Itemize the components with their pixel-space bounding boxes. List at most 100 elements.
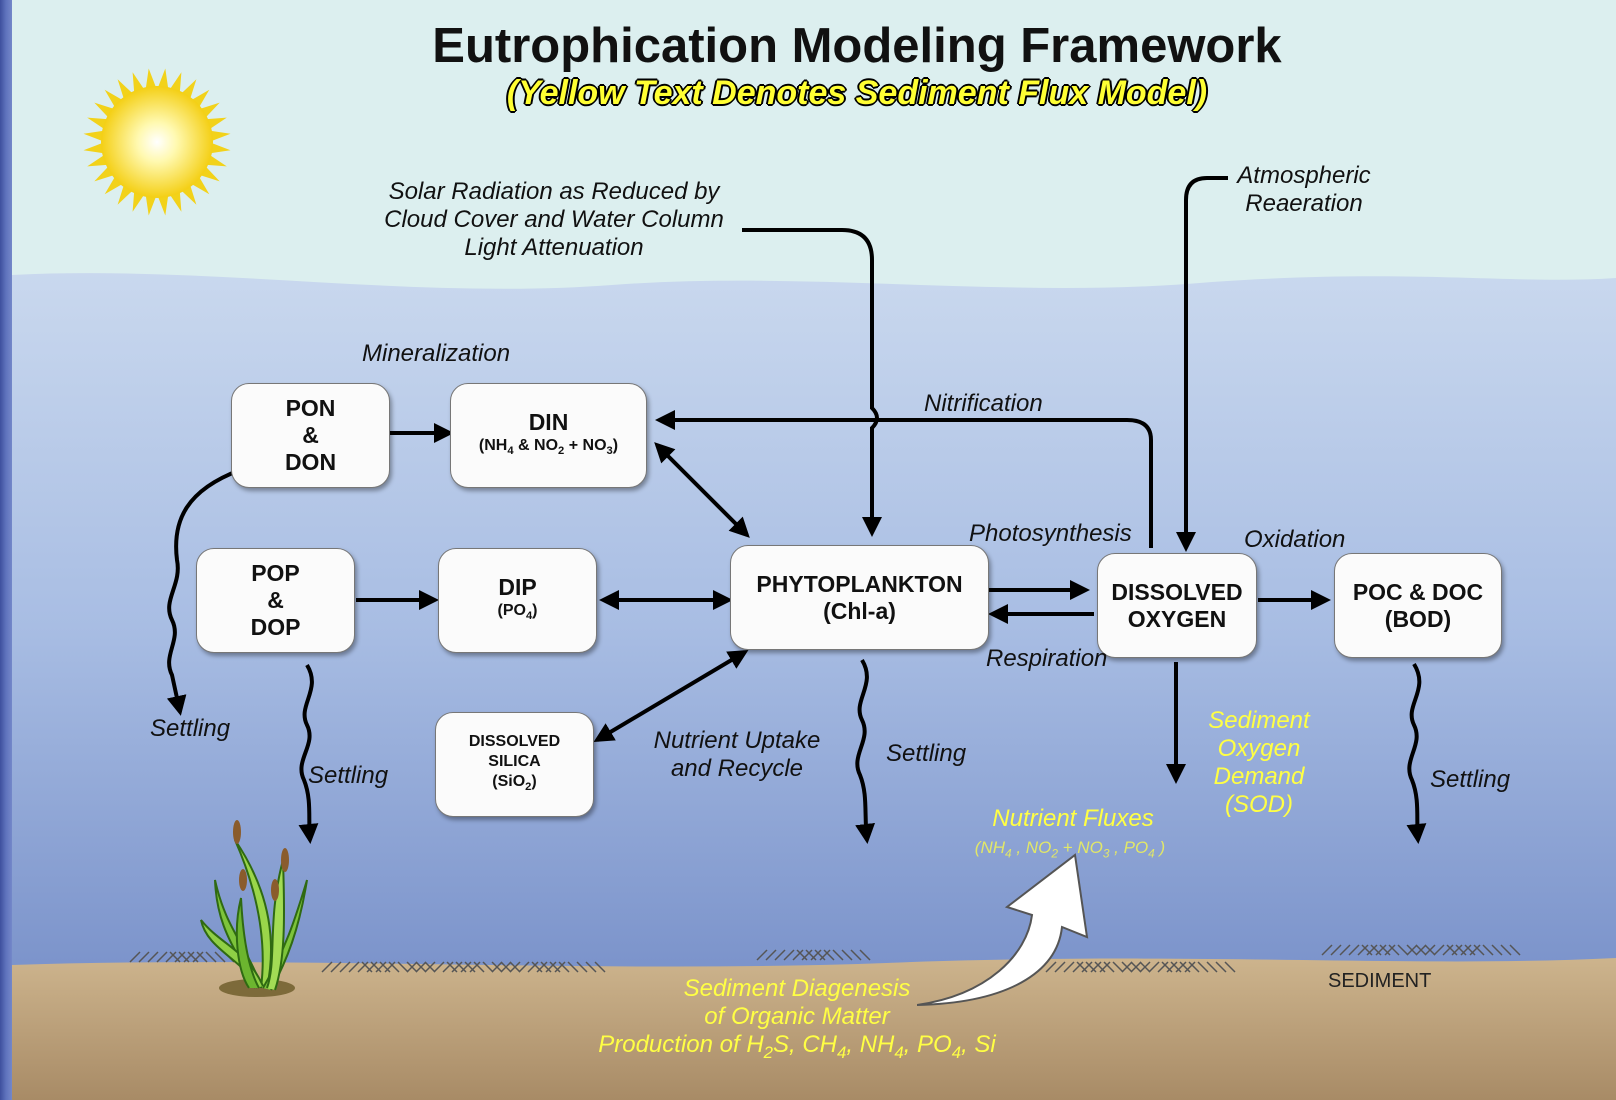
- label-oxidation: Oxidation: [1244, 526, 1346, 553]
- hatch-line: [1442, 944, 1454, 956]
- hatch-line: [1469, 944, 1481, 956]
- label-solar-line1: Solar Radiation as Reduced by: [388, 178, 720, 205]
- hatch-line: [1415, 944, 1427, 956]
- hatch-line: [1076, 961, 1088, 973]
- hatch-line: [424, 961, 436, 973]
- hatch-line: [129, 951, 141, 963]
- label-sod-line4: (SOD): [1225, 791, 1293, 818]
- hatch-line: [1375, 944, 1387, 956]
- box-pop-dop-line1: POP: [251, 560, 300, 586]
- label-nutrient-uptake-line1: Nutrient Uptake: [653, 727, 821, 754]
- hatch-line: [850, 949, 862, 961]
- box-dip: DIP (PO4): [438, 548, 597, 653]
- box-pon-don: PON & DON: [231, 383, 390, 488]
- hatch-line: [1464, 944, 1476, 956]
- label-atmospheric-line1: Atmospheric: [1237, 162, 1371, 189]
- hatch-line: [464, 961, 476, 973]
- hatch-line: [1379, 944, 1391, 956]
- label-atmospheric-reaeration: Atmospheric Reaeration: [1224, 162, 1384, 218]
- label-diagenesis-line1: Sediment Diagenesis: [683, 975, 911, 1002]
- label-solar-radiation: Solar Radiation as Reduced by Cloud Cove…: [364, 178, 744, 262]
- box-phyto-line2: (Chl-a): [823, 597, 896, 624]
- label-sod-line2: Oxygen: [1217, 735, 1301, 762]
- label-respiration: Respiration: [986, 645, 1108, 672]
- label-nutrient-fluxes-detail: (NH4 , NO2 + NO3 , PO4 ): [974, 838, 1166, 861]
- box-dissolved-silica: DISSOLVED SILICA (SiO2): [435, 712, 594, 817]
- hatch-line: [859, 949, 871, 961]
- box-poc-line1: POC & DOC: [1352, 578, 1484, 605]
- hatch-line: [1397, 944, 1409, 956]
- hatch-line: [442, 961, 454, 973]
- hatch-line: [1406, 944, 1418, 956]
- arrow-reaeration: [1176, 176, 1228, 552]
- hatch-line: [1157, 961, 1169, 973]
- hatch-line: [397, 961, 409, 973]
- hatch-line: [756, 949, 768, 961]
- hatch-line: [1455, 944, 1467, 956]
- hatch-line: [174, 951, 186, 963]
- arrow-nitrification: [655, 410, 1153, 548]
- label-settling-2: Settling: [308, 762, 389, 789]
- box-pon-don-line3: DON: [284, 449, 337, 475]
- label-sediment-diagenesis: Sediment Diagenesis of Organic Matter Pr…: [532, 975, 1062, 1067]
- hatch-line: [1175, 961, 1187, 973]
- hatch-line: [178, 951, 190, 963]
- hatch-line: [1166, 961, 1178, 973]
- hatch-line: [783, 949, 795, 961]
- hatch-line: [1339, 944, 1351, 956]
- hatch-line: [491, 961, 503, 973]
- arrow-settling-pop: [298, 663, 319, 844]
- box-dissolved-oxygen: DISSOLVED OXYGEN: [1097, 553, 1257, 658]
- hatch-line: [1179, 961, 1191, 973]
- hatch-line: [214, 951, 226, 963]
- hatch-line: [1348, 944, 1360, 956]
- hatch-line: [1491, 944, 1503, 956]
- hatch-line: [1215, 961, 1227, 973]
- hatch-line: [196, 951, 208, 963]
- hatch-line: [451, 961, 463, 973]
- hatch-line: [554, 961, 566, 973]
- hatch-line: [1366, 944, 1378, 956]
- hatch-line: [1509, 944, 1521, 956]
- sediment-hatching: [129, 944, 1521, 973]
- box-poc-doc: POC & DOC (BOD): [1334, 553, 1502, 658]
- arrow-din-phyto: [654, 442, 750, 538]
- hatch-line: [388, 961, 400, 973]
- label-nutrient-uptake: Nutrient Uptake and Recycle: [642, 727, 832, 783]
- hatch-line: [567, 961, 579, 973]
- hatch-line: [433, 961, 445, 973]
- box-silica-line1: DISSOLVED: [468, 732, 561, 750]
- hatch-line: [482, 961, 494, 973]
- hatch-line: [1130, 961, 1142, 973]
- hatch-line: [1197, 961, 1209, 973]
- hatch-line: [823, 949, 835, 961]
- flux-arrow-icon: [917, 853, 1089, 1006]
- hatch-line: [1460, 944, 1472, 956]
- hatch-line: [545, 961, 557, 973]
- arrow-settling-phyto: [855, 658, 876, 844]
- box-dip-name: DIP: [498, 574, 537, 601]
- hatch-line: [169, 951, 181, 963]
- hatch-line: [1090, 961, 1102, 973]
- hatch-line: [469, 961, 481, 973]
- hatch-line: [1206, 961, 1218, 973]
- hatch-line: [805, 949, 817, 961]
- box-silica-line2: SILICA: [488, 752, 541, 770]
- hatch-line: [455, 961, 467, 973]
- hatch-line: [594, 961, 606, 973]
- arrow-settling-poc: [1406, 662, 1427, 844]
- hatch-line: [810, 949, 822, 961]
- hatch-line: [1054, 961, 1066, 973]
- label-atmospheric-line2: Reaeration: [1245, 190, 1363, 217]
- hatch-line: [1433, 944, 1445, 956]
- box-pon-don-line1: PON: [285, 395, 336, 421]
- page-title: Eutrophication Modeling Framework: [432, 19, 1282, 73]
- box-dip-detail: (PO4): [497, 602, 538, 623]
- hatch-line: [361, 961, 373, 973]
- hatch-line: [1148, 961, 1160, 973]
- diagram-slide: Eutrophication Modeling Framework (Yello…: [12, 0, 1616, 1100]
- hatch-line: [348, 961, 360, 973]
- hatch-line: [370, 961, 382, 973]
- box-din-detail: (NH4 & NO2 + NO3): [478, 437, 619, 458]
- hatch-line: [165, 951, 177, 963]
